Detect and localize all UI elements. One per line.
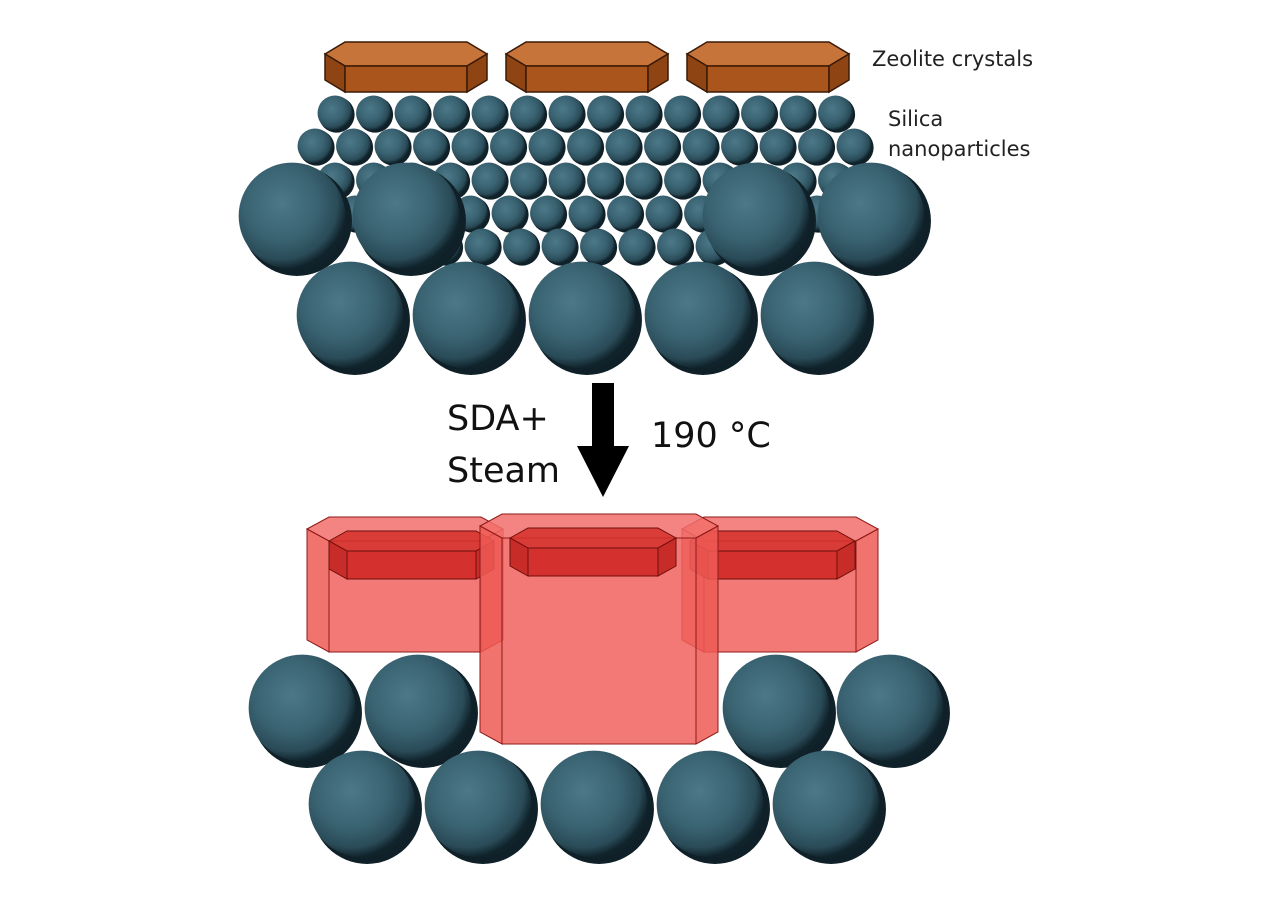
silica-particle bbox=[644, 128, 682, 166]
steam-label: Steam bbox=[447, 451, 561, 491]
silica-particle bbox=[464, 228, 502, 266]
silica-particle bbox=[580, 228, 618, 266]
silica-particle bbox=[413, 128, 451, 166]
silica-particle bbox=[645, 195, 683, 233]
silica-particle bbox=[702, 95, 740, 133]
silica-particle bbox=[587, 95, 625, 133]
silica-particle bbox=[364, 654, 478, 768]
silica-particle bbox=[664, 162, 702, 200]
nanoparticles-label: nanoparticles bbox=[888, 137, 1031, 161]
silica-particle bbox=[656, 750, 770, 864]
zeolite-crystal bbox=[504, 41, 670, 94]
silica-particle bbox=[374, 128, 412, 166]
silica-particle bbox=[625, 162, 663, 200]
temperature-label: 190 °C bbox=[651, 416, 771, 456]
silica-particle bbox=[356, 95, 394, 133]
silica-particle bbox=[510, 95, 548, 133]
silica-particle bbox=[568, 195, 606, 233]
silica-particle bbox=[682, 128, 720, 166]
silica-particle bbox=[759, 128, 797, 166]
silica-particle bbox=[471, 162, 509, 200]
silica-particle bbox=[722, 654, 836, 768]
silica-particle bbox=[741, 95, 779, 133]
silica-particle bbox=[433, 95, 471, 133]
silica-particle bbox=[394, 95, 432, 133]
silica-particle bbox=[528, 261, 642, 375]
zeolite-crystal bbox=[685, 41, 851, 94]
silica-particle bbox=[548, 162, 586, 200]
silica-particle bbox=[503, 228, 541, 266]
large-silica-particles-top bbox=[238, 162, 931, 375]
silica-particle bbox=[818, 95, 856, 133]
zeolite-crystal-seeds bbox=[323, 41, 851, 94]
silica-particle bbox=[607, 195, 645, 233]
silica-particle bbox=[528, 128, 566, 166]
silica-particle bbox=[779, 95, 817, 133]
silica-particle bbox=[490, 128, 528, 166]
silica-particle bbox=[451, 128, 489, 166]
silica-particle bbox=[702, 162, 816, 276]
silica-particle bbox=[721, 128, 759, 166]
silica-particle bbox=[548, 95, 586, 133]
silica-particle bbox=[352, 162, 466, 276]
grown-zeolite-crystal bbox=[478, 513, 720, 745]
silica-particle bbox=[317, 95, 355, 133]
silica-particle bbox=[772, 750, 886, 864]
silica-particle bbox=[618, 228, 656, 266]
silica-particle bbox=[491, 195, 529, 233]
silica-particle bbox=[308, 750, 422, 864]
silica-particle bbox=[530, 195, 568, 233]
zeolite-crystals-label: Zeolite crystals bbox=[872, 47, 1034, 71]
silica-particle bbox=[836, 654, 950, 768]
silica-particle bbox=[412, 261, 526, 375]
silica-particle bbox=[664, 95, 702, 133]
silica-particle bbox=[510, 162, 548, 200]
silica-particle bbox=[471, 95, 509, 133]
embedded-seed-crystal bbox=[508, 527, 678, 577]
grown-zeolite-crystals bbox=[305, 513, 880, 745]
zeolite-crystal bbox=[323, 41, 489, 94]
silica-particle bbox=[296, 261, 410, 375]
grown-zeolite-crystal bbox=[305, 516, 505, 653]
down-arrow-icon bbox=[577, 383, 629, 497]
silica-particle bbox=[605, 128, 643, 166]
silica-particle bbox=[336, 128, 374, 166]
silica-particle bbox=[644, 261, 758, 375]
silica-particle bbox=[248, 654, 362, 768]
silica-particle bbox=[625, 95, 663, 133]
silica-particle bbox=[817, 162, 931, 276]
process-arrow-icon bbox=[577, 383, 629, 497]
sda-label: SDA+ bbox=[447, 399, 549, 439]
silica-particle bbox=[798, 128, 836, 166]
embedded-seed-crystal bbox=[327, 530, 496, 580]
silica-particle bbox=[760, 261, 874, 375]
silica-particle bbox=[657, 228, 695, 266]
silica-label: Silica bbox=[888, 107, 944, 131]
silica-particle bbox=[540, 750, 654, 864]
silica-particle bbox=[567, 128, 605, 166]
silica-particle bbox=[424, 750, 538, 864]
silica-particle bbox=[836, 128, 874, 166]
silica-particle bbox=[587, 162, 625, 200]
silica-particle bbox=[541, 228, 579, 266]
silica-particle bbox=[238, 162, 352, 276]
silica-particle bbox=[297, 128, 335, 166]
large-silica-particles-bottom bbox=[248, 654, 950, 864]
